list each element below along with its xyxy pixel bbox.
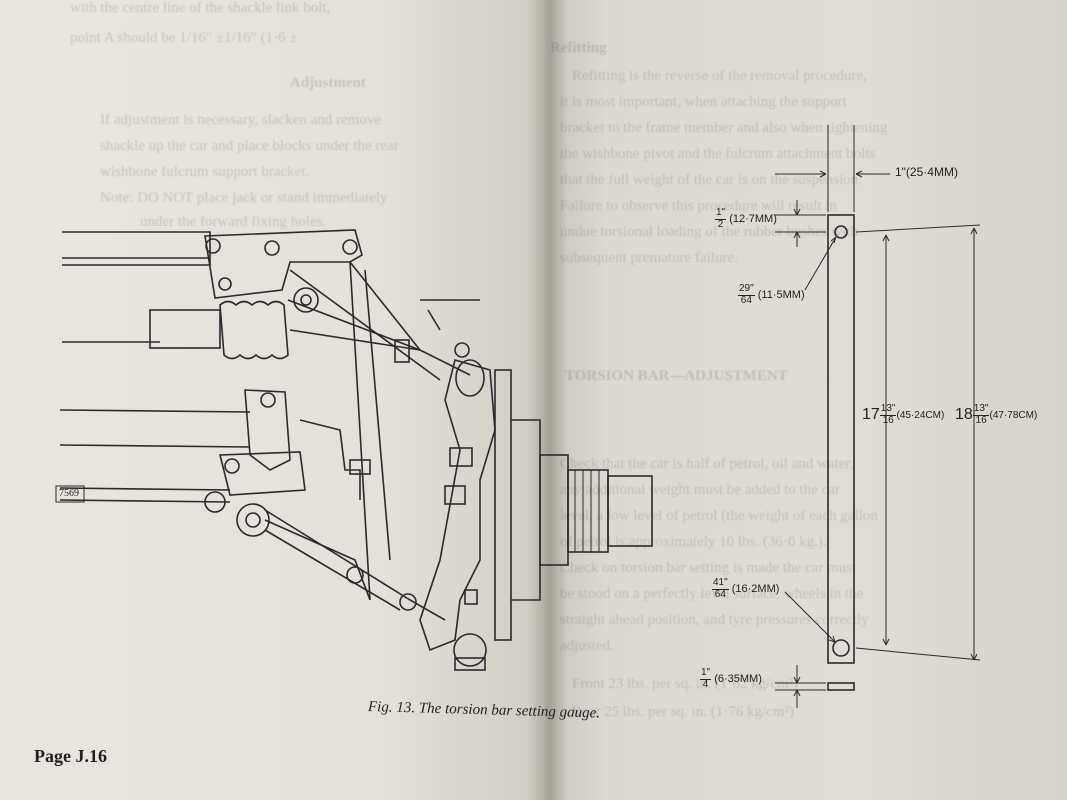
showthrough-line: level, a low level of petrol (the weight… (560, 508, 878, 524)
metric-value: (45·24CM) (896, 409, 945, 421)
showthrough-line: it is most important, when attaching the… (560, 94, 847, 110)
showthrough-line: adjusted. (560, 638, 614, 654)
metric-value: (6·35MM) (714, 672, 762, 685)
showthrough-line: Check that the car is half of petrol, oi… (560, 456, 854, 472)
page-number: Page J.16 (34, 746, 107, 766)
metric-value: (12·7MM) (729, 212, 777, 225)
left-page (0, 0, 545, 800)
dimension-top-hole: 29"64 (11·5MM) (738, 283, 805, 306)
metric-value: (11·5MM) (757, 288, 805, 301)
showthrough-line: under the forward fixing holes. (140, 214, 327, 230)
showthrough-line: Refitting (550, 40, 607, 56)
shock-absorber (149, 287, 470, 363)
showthrough-line: Rear 25 lbs. per sq. in. (1·76 kg/cm²) (572, 704, 794, 720)
showthrough-line: TORSION BAR—ADJUSTMENT (565, 368, 788, 384)
frame-member (55, 231, 251, 503)
showthrough-line: be stood on a perfectly level surface, w… (560, 586, 864, 602)
showthrough-line: Front 23 lbs. per sq. in. (1·62 kg/cm²) (572, 676, 799, 692)
figure-ref: 7569 (59, 488, 79, 499)
showthrough-line: wishbone fulcrum support bracket. (100, 164, 310, 180)
fraction-numerator: 13" (879, 403, 897, 416)
hub-carrier (419, 359, 496, 671)
showthrough-line: with the centre line of the shackle link… (70, 0, 331, 16)
showthrough-line: shackle up the car and place blocks unde… (100, 138, 399, 154)
fraction-numerator: 41" (712, 577, 729, 590)
fraction-numerator: 13" (972, 403, 990, 416)
upper-wishbone (289, 261, 480, 601)
showthrough-line: undue torsional loading of the rubber bu… (560, 224, 858, 240)
showthrough-line: Adjustment (290, 75, 366, 91)
whole-value: 17 (862, 406, 880, 423)
fraction-denominator: 64 (740, 294, 752, 306)
dimension-bottom-hole: 41"64 (16·2MM) (712, 577, 780, 600)
dimension-thickness: 1"4 (6·35MM) (700, 667, 762, 690)
showthrough-line: Check on torsion bar setting is made the… (560, 560, 857, 576)
showthrough-line: Refitting is the reverse of the removal … (572, 68, 867, 84)
fraction-numerator: 1" (715, 207, 727, 220)
fraction-denominator: 16 (975, 414, 987, 426)
fraction-denominator: 2 (717, 218, 724, 230)
book-gutter (528, 0, 568, 800)
showthrough-line: straight ahead position, and tyre pressu… (560, 612, 869, 628)
dimension-top-width: 1"(25·4MM) (895, 165, 958, 179)
lower-wishbone (204, 389, 446, 621)
metric-value: (47·78CM) (989, 409, 1038, 421)
fraction-denominator: 16 (882, 414, 894, 426)
setting-gauge (775, 125, 981, 708)
brake-disc (494, 369, 653, 641)
showthrough-line: Failure to observe this procedure will r… (560, 198, 838, 214)
fraction-denominator: 64 (714, 588, 726, 600)
showthrough-line: bracket to the frame member and also whe… (560, 120, 888, 136)
showthrough-line: the wishbone pivot and the fulcrum attac… (560, 146, 876, 162)
right-page (545, 0, 1067, 800)
showthrough-line: If adjustment is necessary, slacken and … (100, 112, 382, 128)
fraction-denominator: 4 (702, 678, 709, 690)
fraction-numerator: 1" (700, 667, 712, 680)
showthrough-line: point A should be 1/16" ±1/16" (1·6 ± (70, 30, 298, 46)
whole-value: 18 (955, 406, 973, 423)
showthrough-line: any additional weight must be added to t… (560, 482, 840, 498)
metric-value: (16·2MM) (731, 582, 780, 595)
dimension-hole-offset: 1"2 (12·7MM) (715, 207, 777, 230)
showthrough-line: Note: DO NOT place jack or stand immedia… (100, 190, 388, 206)
showthrough-line: that the full weight of the car is on th… (560, 172, 863, 188)
fraction-numerator: 29" (738, 283, 755, 296)
showthrough-line: subsequent premature failure. (560, 250, 738, 266)
upper-bracket (204, 229, 363, 299)
